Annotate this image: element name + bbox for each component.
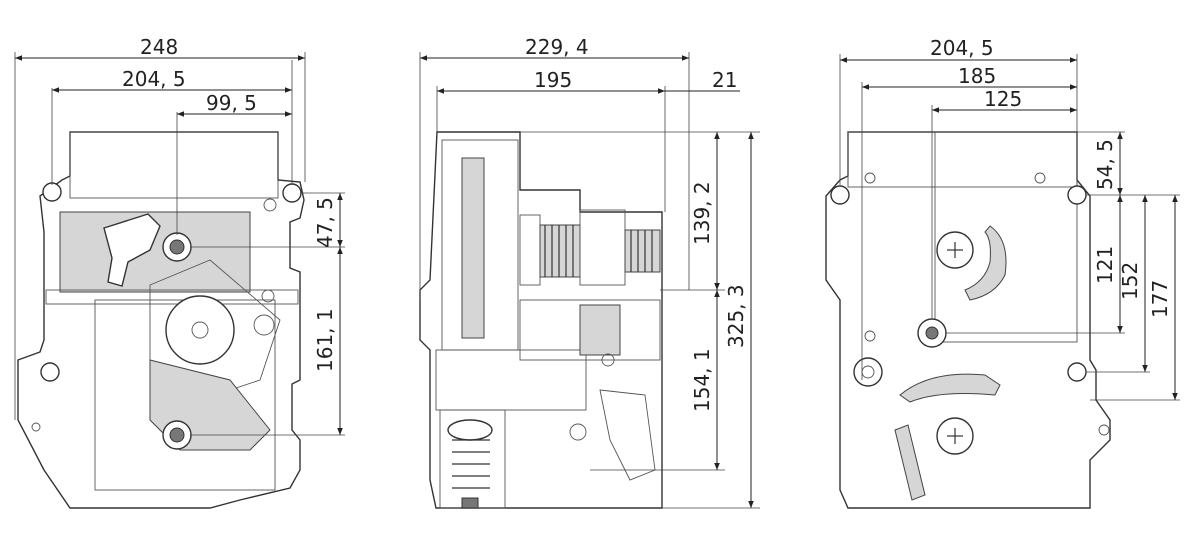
side-pivot-hole-2 xyxy=(601,353,615,367)
rear-small-hole-2 xyxy=(1034,172,1046,184)
rear-inner-plate xyxy=(934,131,1078,343)
side-mechanism-box xyxy=(579,304,621,356)
front-latch-lever xyxy=(103,213,161,287)
rear-housing-outline xyxy=(825,131,1111,509)
side-lower-housing xyxy=(435,349,587,411)
rear-center-shaft-core xyxy=(925,326,939,340)
rear-eccentric xyxy=(853,357,883,387)
front-mount-hole-bottom xyxy=(40,362,60,382)
front-motor-gear-hub xyxy=(191,321,209,339)
rear-dim-121: 121 xyxy=(1093,246,1117,284)
front-dim-248: 248 xyxy=(140,35,178,59)
rear-dim-54-5: 54, 5 xyxy=(1093,139,1117,190)
front-small-hole-3 xyxy=(31,422,41,432)
front-small-hole-4 xyxy=(253,314,275,336)
rear-view: 204, 5 185 125 54, 5 121 152 177 xyxy=(825,36,1180,509)
front-upper-shaft-core xyxy=(169,239,185,255)
side-latch-arm xyxy=(599,389,656,481)
side-spring-disc xyxy=(461,157,485,339)
front-view: 248 204, 5 99, 5 47, 5 161, 1 xyxy=(14,35,345,509)
rear-pawl xyxy=(894,424,926,501)
rear-upper-arc-slot xyxy=(964,225,1007,301)
side-lower-bracket xyxy=(519,299,661,361)
front-small-hole-1 xyxy=(263,198,277,212)
side-dim-195: 195 xyxy=(534,68,572,92)
side-dim-21: 21 xyxy=(712,68,737,92)
rear-dim-185: 185 xyxy=(958,64,996,88)
side-dim-325-3: 325, 3 xyxy=(724,284,748,348)
front-side-bracket xyxy=(45,289,299,305)
front-dim-99-5: 99, 5 xyxy=(206,91,257,115)
front-motor-gear xyxy=(165,295,235,365)
rear-small-hole-1 xyxy=(864,172,876,184)
side-spring-coil xyxy=(539,224,581,278)
rear-lower-arc-slot xyxy=(899,373,1001,403)
side-dim-139-2: 139, 2 xyxy=(690,181,714,245)
front-mount-hole-left xyxy=(42,182,62,202)
side-dim-229-4: 229, 4 xyxy=(525,35,589,59)
side-shaft-coil xyxy=(624,229,661,273)
rear-dim-152: 152 xyxy=(1118,262,1142,300)
front-dim-47-5: 47, 5 xyxy=(313,197,337,248)
front-lower-shaft-core xyxy=(169,427,185,443)
front-small-hole-2 xyxy=(261,289,275,303)
front-dim-204-5: 204, 5 xyxy=(122,67,186,91)
rear-dim-177: 177 xyxy=(1148,280,1172,318)
rear-small-hole-4 xyxy=(1098,424,1110,436)
rear-mount-hole-left xyxy=(830,185,850,205)
front-mount-hole-right xyxy=(282,183,302,203)
rear-dim-204-5: 204, 5 xyxy=(930,36,994,60)
rear-dim-125: 125 xyxy=(984,87,1022,111)
front-top-plate xyxy=(69,131,279,199)
side-closing-spring xyxy=(439,409,506,509)
front-dim-161-1: 161, 1 xyxy=(313,308,337,372)
side-pivot-hole xyxy=(569,423,587,441)
rear-mount-hole-lower xyxy=(1067,362,1087,382)
side-dim-154-1: 154, 1 xyxy=(690,348,714,412)
rear-mount-hole-right xyxy=(1067,185,1087,205)
side-view: 229, 4 195 21 139, 2 154, 1 325, 3 xyxy=(419,35,760,509)
rear-small-hole-3 xyxy=(864,330,876,342)
